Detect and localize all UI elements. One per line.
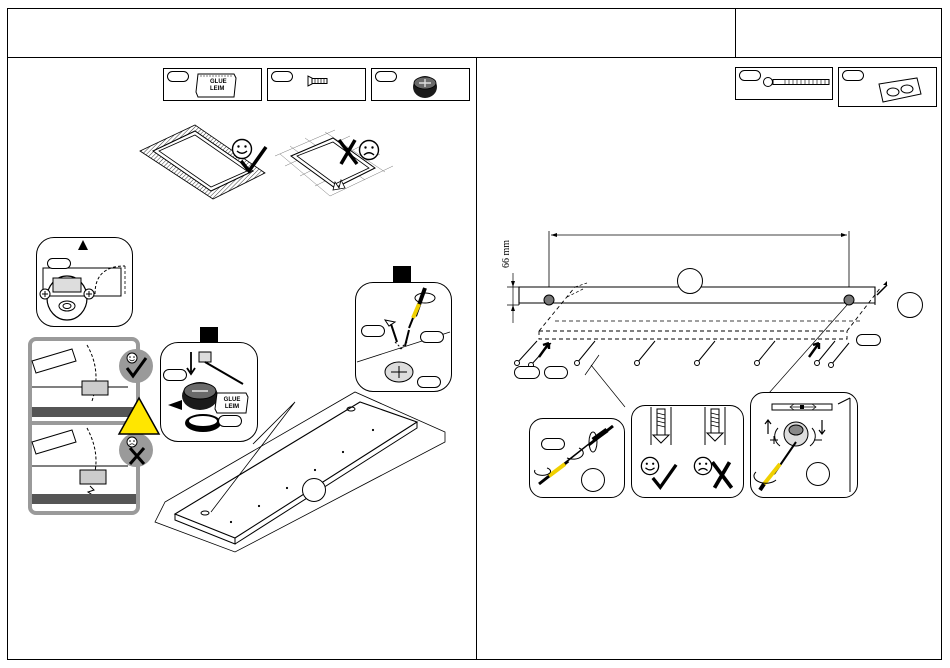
smiley-sad-icon	[358, 139, 380, 161]
step-marker	[200, 327, 218, 343]
cam-tighten-drawing	[750, 392, 858, 498]
checkmark-icon	[238, 145, 268, 175]
height-dimension-label: 66 mm	[501, 229, 513, 279]
checkmark-icon	[650, 462, 678, 492]
part-count-badge	[544, 366, 568, 379]
bolt-icon	[763, 76, 831, 88]
step-circle	[581, 468, 605, 492]
part-count-badge	[271, 71, 293, 82]
part-count-badge	[514, 366, 540, 379]
bolt-tighten-drawing	[529, 418, 625, 498]
screw-icon	[306, 74, 330, 88]
bumper-pads-icon	[877, 76, 923, 104]
step-marker	[393, 266, 411, 282]
header-page-box	[735, 8, 942, 58]
glue-label-line2: LEIM	[210, 86, 224, 92]
part-count-badge	[420, 331, 444, 343]
part-box-bolt	[735, 67, 833, 100]
part-count-badge	[361, 325, 385, 337]
step-circle	[677, 268, 703, 294]
cam-orientation-detail	[36, 237, 133, 327]
smiley-sad-icon	[118, 432, 154, 468]
part-count-badge	[375, 71, 397, 82]
part-count-badge	[167, 71, 189, 82]
cross-icon	[710, 460, 734, 490]
part-box-cam-lock	[371, 68, 470, 101]
part-box-bumpers	[838, 67, 937, 107]
part-count-badge	[739, 70, 761, 81]
part-count-badge	[47, 258, 71, 269]
cam-lock-icon	[410, 71, 440, 101]
cam-top-view	[37, 238, 134, 328]
step-circle	[302, 478, 326, 502]
part-count-badge	[856, 334, 881, 346]
part-box-screw	[267, 68, 366, 101]
glue-label-line1: GLUE	[210, 79, 224, 85]
panel-on-mat-illustration	[155, 382, 455, 557]
part-box-glue: GLUE LEIM	[163, 68, 262, 101]
shelf-assembly-drawing	[495, 225, 905, 375]
cross-icon	[337, 138, 359, 166]
smiley-happy-icon	[118, 348, 154, 384]
step-circle	[806, 462, 830, 486]
step-circle	[897, 292, 923, 318]
part-count-badge	[842, 70, 864, 81]
part-count-badge	[541, 438, 565, 450]
